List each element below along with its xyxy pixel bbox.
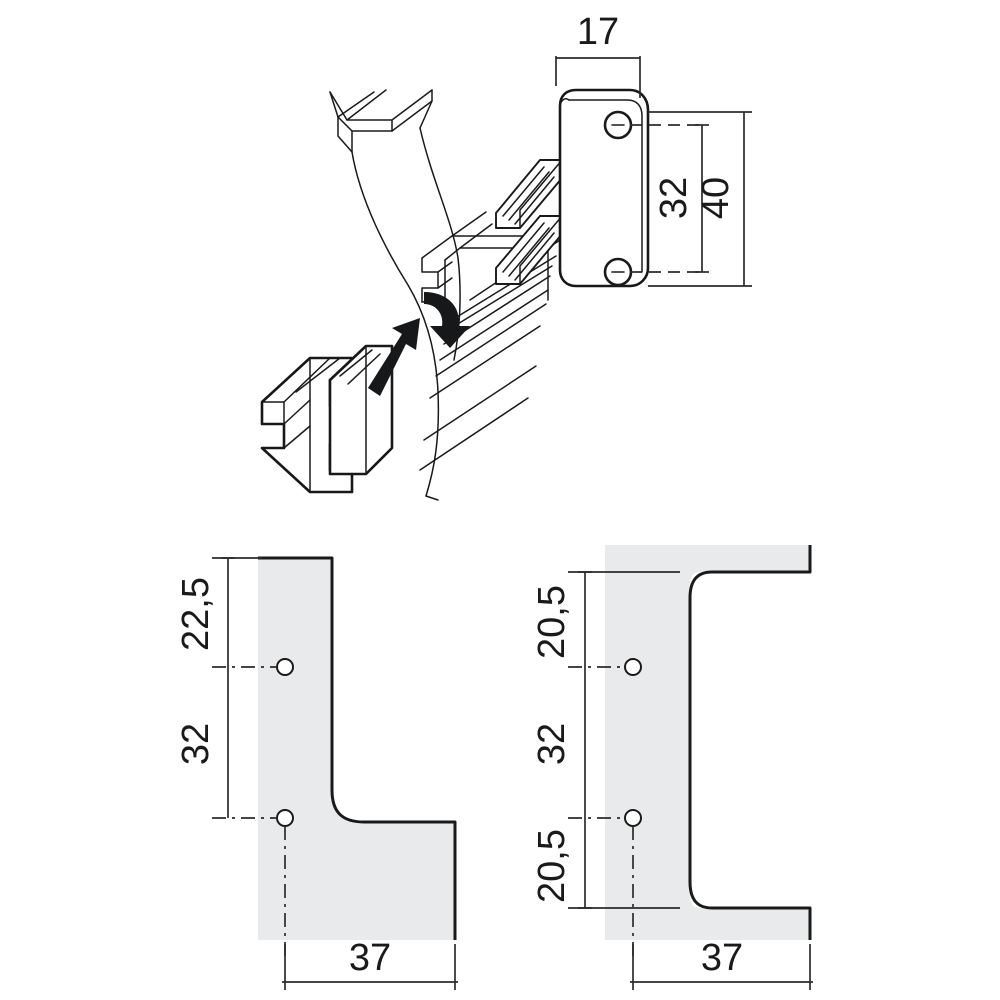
dim-width-37-left: 37 — [282, 937, 458, 990]
plate-detail-view: 17 32 40 — [555, 11, 752, 287]
section-l-profile: 22,5 32 37 — [175, 556, 458, 990]
isometric-assembly-view — [260, 88, 650, 501]
dim-mid-32: 32 — [175, 667, 229, 818]
h-clip-insert — [260, 344, 394, 494]
c-profile-hole-top — [624, 658, 642, 676]
dim-width-37-right: 37 — [630, 937, 813, 990]
frame-rail-profile — [419, 211, 561, 471]
dim-plate-height-40: 40 — [648, 111, 752, 287]
mounting-plate — [558, 88, 650, 288]
dim-label-37-left: 37 — [349, 937, 391, 979]
dim-label-22-5: 22,5 — [175, 577, 217, 651]
c-profile-fill — [605, 545, 810, 940]
dim-label-20-5-bottom: 20,5 — [531, 829, 573, 903]
dim-label-40: 40 — [695, 177, 737, 219]
l-profile-fill — [258, 558, 455, 940]
section-c-profile: 20,5 32 20,5 37 — [531, 545, 813, 990]
dim-label-17: 17 — [577, 11, 619, 53]
dim-top-20-5: 20,5 — [531, 571, 592, 667]
dim-label-32-left: 32 — [175, 723, 217, 765]
dim-hole-spacing-32: 32 — [630, 124, 709, 273]
dim-label-32-right: 32 — [531, 723, 573, 765]
dim-label-37-right: 37 — [701, 937, 743, 979]
rotate-arrow — [424, 292, 470, 348]
dim-top-22-5: 22,5 — [175, 557, 235, 667]
c-profile-hole-bottom — [624, 809, 642, 827]
dim-label-32: 32 — [653, 177, 695, 219]
insert-arrow — [368, 318, 420, 396]
c-profile-edge — [688, 545, 812, 940]
l-profile-hole-top — [276, 658, 294, 676]
dim-mid-32-right: 32 — [531, 667, 586, 818]
dim-bottom-20-5: 20,5 — [531, 818, 592, 909]
l-profile-edge — [258, 556, 457, 940]
dim-label-20-5-top: 20,5 — [531, 585, 573, 659]
l-profile-hole-bottom — [276, 809, 294, 827]
dim-width-17: 17 — [555, 11, 641, 98]
